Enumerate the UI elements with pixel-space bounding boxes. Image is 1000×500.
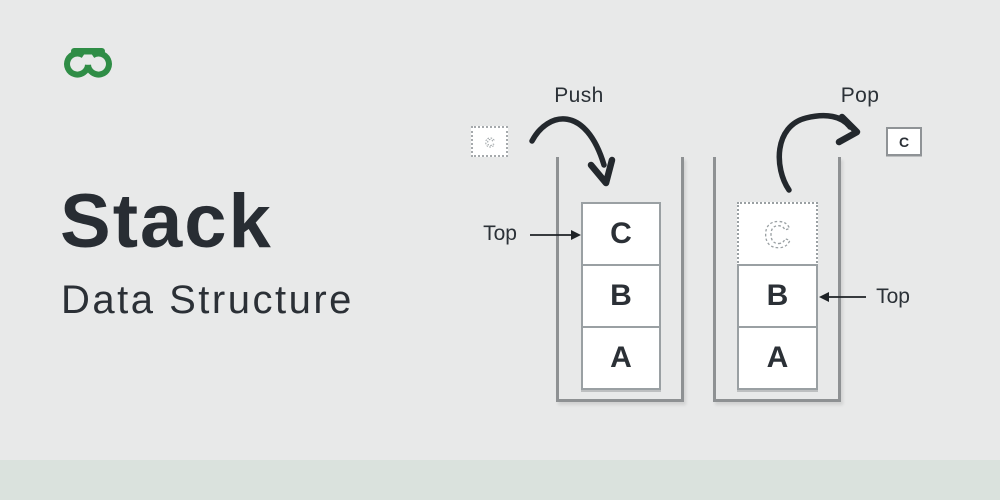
push-incoming-box: C — [471, 126, 508, 157]
stack-cell-a-pop: A — [737, 326, 818, 390]
stack-cell-b-pop: B — [737, 264, 818, 328]
top-label-right: Top — [876, 285, 910, 308]
page-title: Stack — [60, 179, 273, 264]
stack-container-push — [556, 157, 684, 402]
page-subtitle: Data Structure — [61, 278, 354, 322]
pop-label: Pop — [840, 84, 880, 107]
stack-cell-b: B — [581, 264, 661, 328]
top-arrow-left-icon — [530, 230, 581, 240]
push-incoming-ghost-letter: C — [484, 134, 495, 150]
stack-container-pop — [713, 157, 841, 402]
svg-text:C: C — [764, 215, 791, 256]
push-arrow-icon — [529, 116, 616, 187]
stack-cell-a: A — [581, 326, 661, 390]
geeksforgeeks-logo — [62, 45, 114, 79]
top-arrow-right-icon — [819, 292, 866, 302]
bottom-band — [0, 460, 1000, 500]
stack-cell-c: C — [581, 202, 661, 266]
svg-text:C: C — [485, 135, 495, 150]
ghost-cell: C — [737, 202, 818, 266]
pop-arrow-icon — [776, 113, 861, 193]
ghost-letter: C — [763, 214, 791, 256]
popped-item-box: C — [886, 127, 922, 156]
push-label: Push — [554, 84, 604, 107]
top-label-left: Top — [483, 222, 517, 245]
